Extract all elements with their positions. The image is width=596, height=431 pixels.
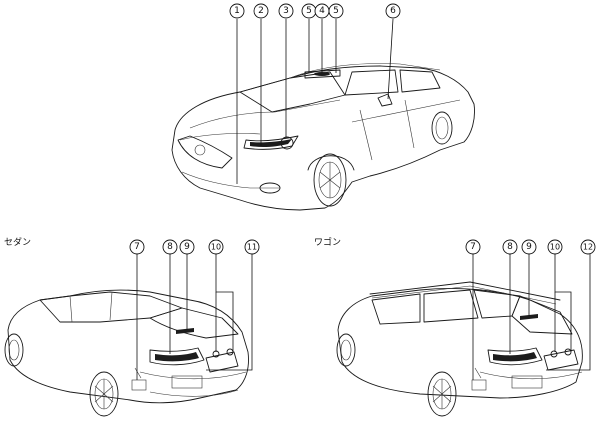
callout-s11-label: 11	[247, 243, 257, 252]
callout-5b-label: 5	[333, 6, 339, 16]
callout-s8: 8	[162, 239, 178, 255]
callout-1: 1	[229, 3, 245, 19]
sedan-section-label: セダン	[4, 236, 31, 248]
callout-5a-label: 5	[306, 6, 312, 16]
callout-w10: 10	[547, 239, 563, 255]
callout-s11: 11	[244, 239, 260, 255]
callout-w12-label: 12	[583, 243, 593, 252]
callout-2: 2	[253, 3, 269, 19]
callout-w7: 7	[465, 239, 481, 255]
callout-w8-label: 8	[507, 242, 513, 252]
callout-2-label: 2	[258, 6, 264, 16]
callout-w7-label: 7	[470, 242, 476, 252]
front-car-illustration	[171, 63, 475, 211]
wagon-rear-illustration	[336, 281, 583, 417]
callout-s10: 10	[208, 239, 224, 255]
callout-w8: 8	[502, 239, 518, 255]
leader-s11	[206, 254, 253, 371]
callout-w9: 9	[521, 239, 537, 255]
leader-w12	[546, 254, 591, 371]
sedan-rear-illustration	[4, 289, 249, 417]
callout-s9: 9	[179, 239, 195, 255]
callout-s10-label: 10	[211, 243, 221, 252]
callout-w9-label: 9	[526, 242, 532, 252]
callout-5b: 5	[328, 3, 344, 19]
callout-3: 3	[278, 3, 294, 19]
callout-5a: 5	[301, 3, 317, 19]
callout-s7-label: 7	[134, 242, 140, 252]
callout-1-label: 1	[234, 6, 240, 16]
wagon-section-label: ワゴン	[314, 236, 341, 248]
callout-6: 6	[385, 3, 401, 19]
leader-6	[387, 18, 394, 100]
leader-w10-bracket	[554, 254, 572, 352]
callout-w12: 12	[580, 239, 596, 255]
callout-s9-label: 9	[184, 242, 190, 252]
callout-s7: 7	[129, 239, 145, 255]
callout-s8-label: 8	[167, 242, 173, 252]
callout-4-label: 4	[319, 6, 325, 16]
callout-4: 4	[314, 3, 330, 19]
callout-6-label: 6	[390, 6, 396, 16]
callout-w10-label: 10	[550, 243, 560, 252]
callout-3-label: 3	[283, 6, 289, 16]
leader-s10-bracket	[215, 254, 234, 352]
